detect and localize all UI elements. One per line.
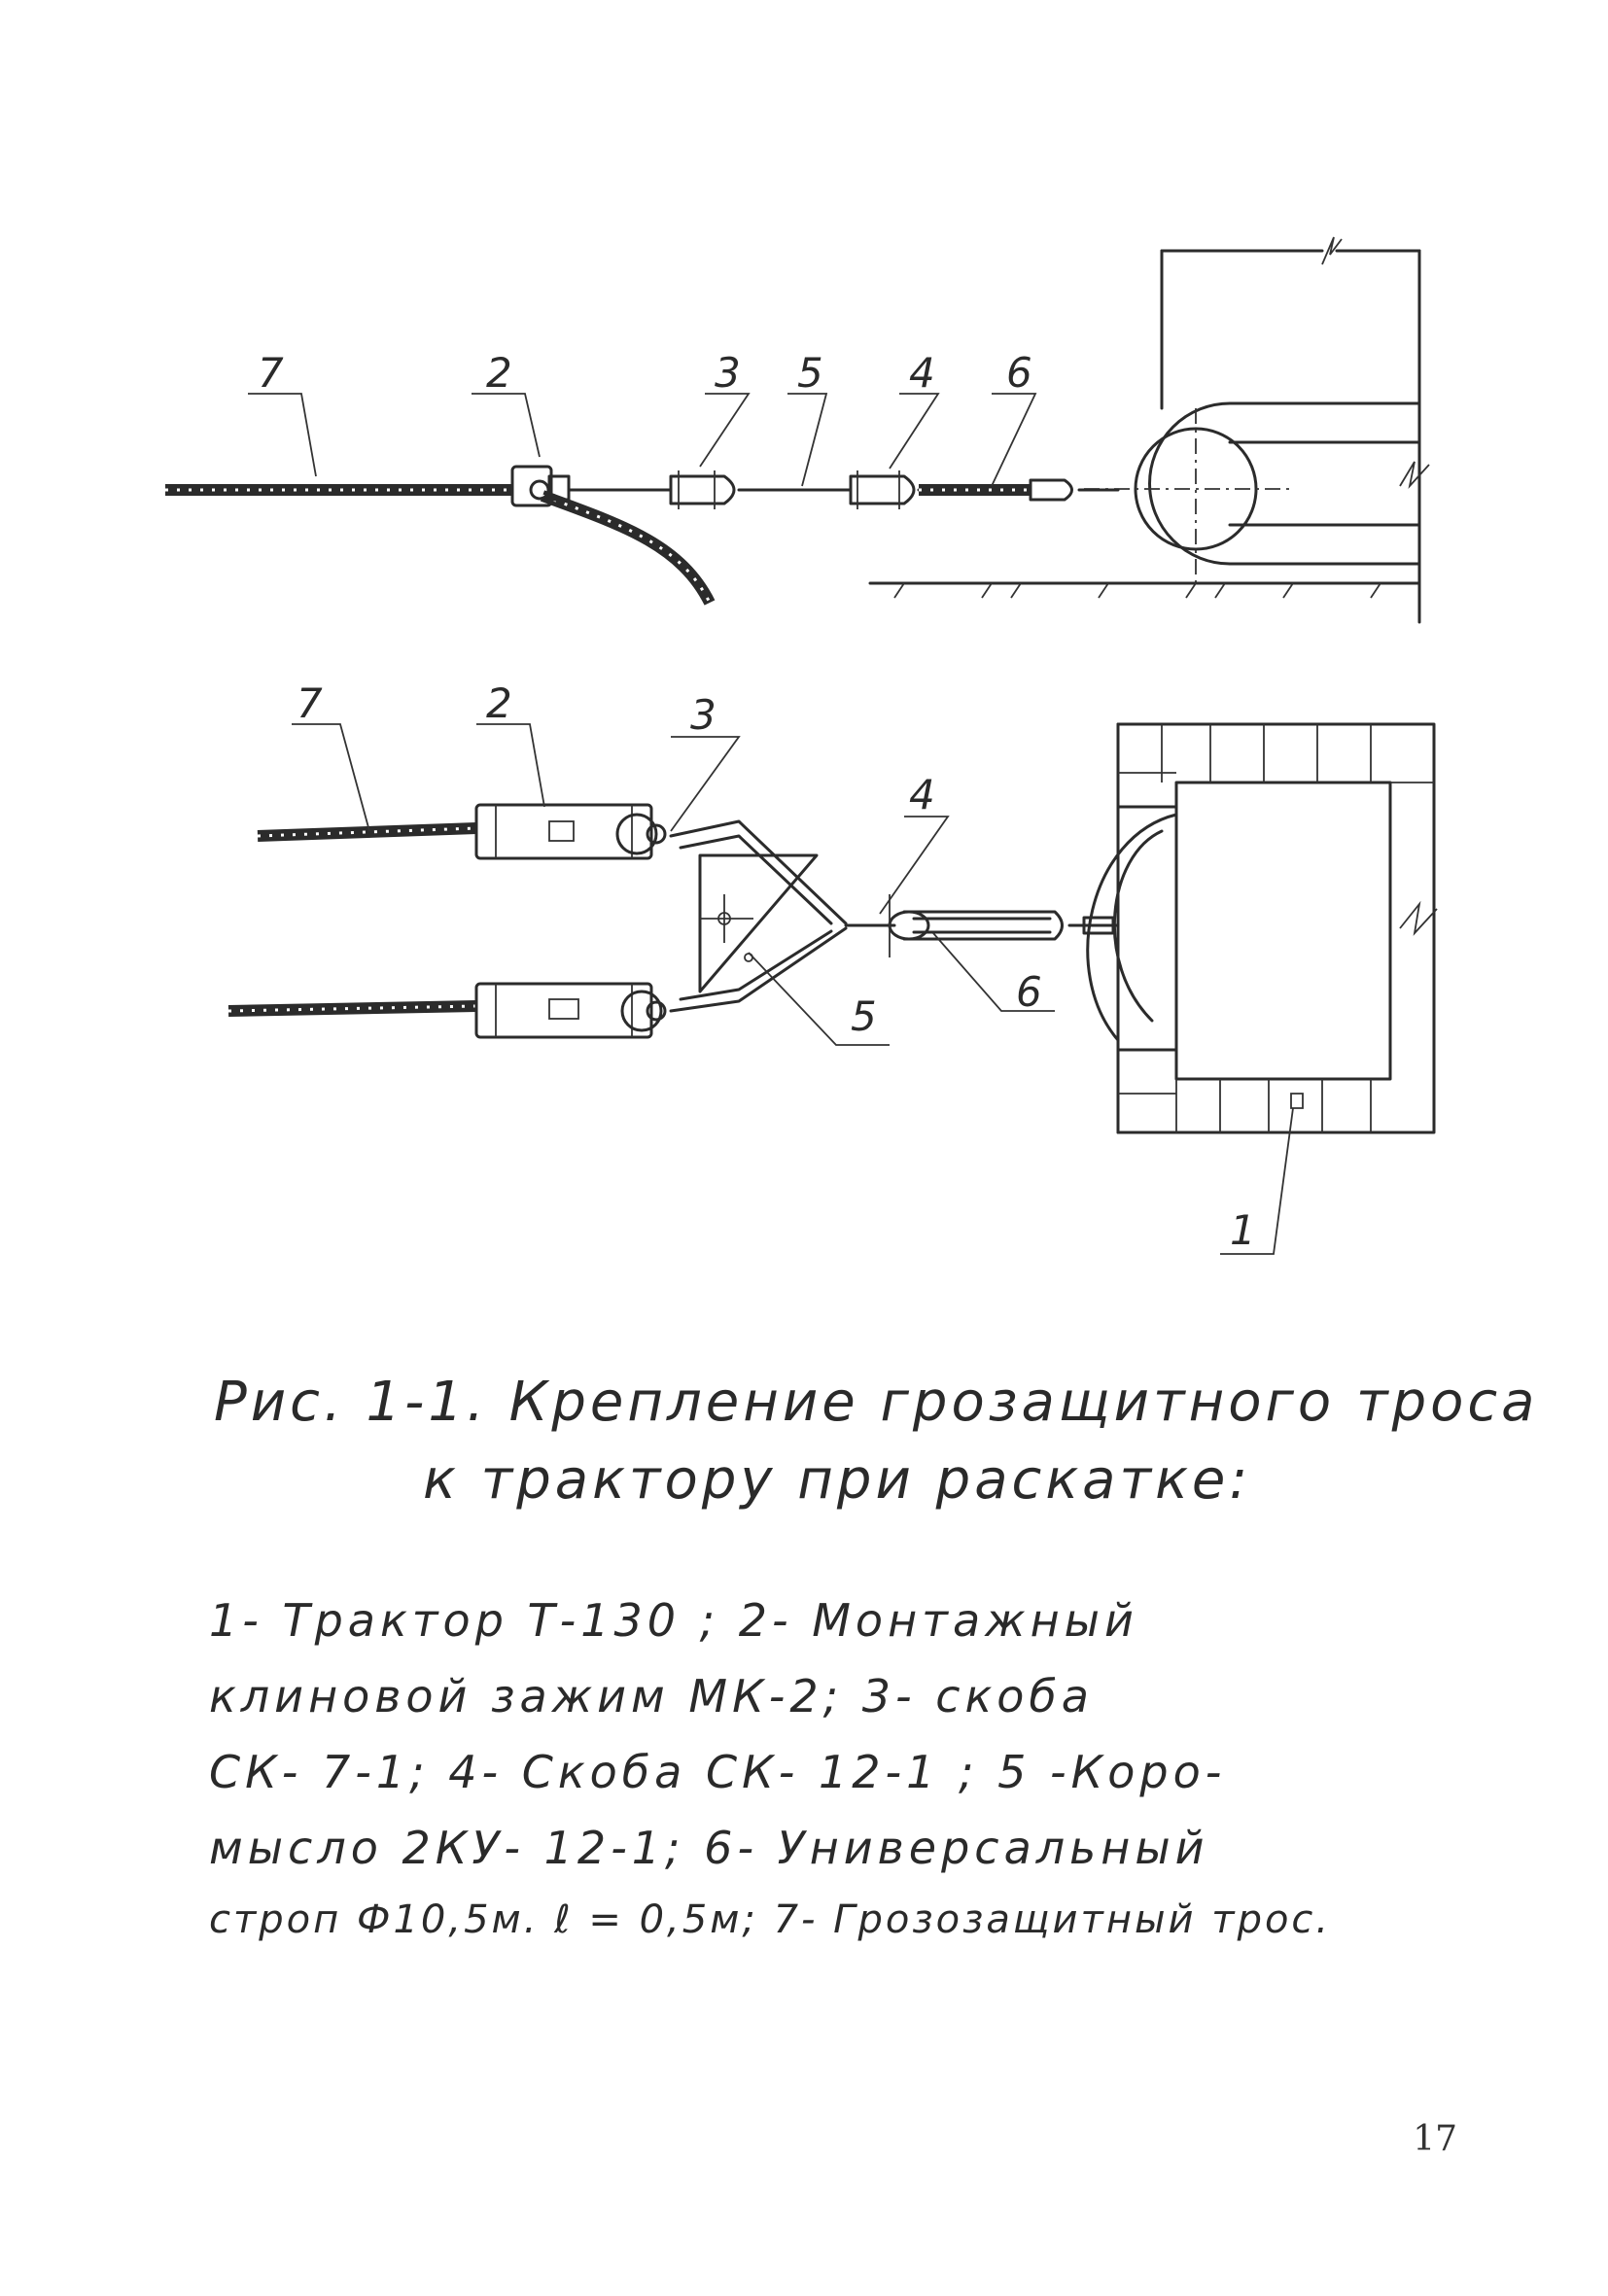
plan-label-7: 7 — [297, 679, 323, 727]
plan-clamp-lower — [474, 982, 667, 1039]
legend-line-3: СК- 7-1; 4- Скоба СК- 12-1 ; 5 -Коро- — [209, 1746, 1227, 1798]
plan-label-3: 3 — [690, 691, 717, 739]
top-label-4: 4 — [909, 349, 935, 397]
legend-line-1: 1- Трактор Т-130 ; 2- Монтажный — [209, 1594, 1138, 1647]
tractor-plan — [1086, 722, 1438, 1134]
plan-shackle-sling — [844, 894, 1120, 957]
plan-label-2: 2 — [486, 679, 512, 727]
top-label-5: 5 — [797, 349, 823, 397]
sling-6 — [919, 478, 1120, 502]
yoke-5 — [669, 819, 848, 1013]
top-view: 7 2 3 5 4 6 — [165, 236, 1430, 624]
ground-line — [868, 581, 1421, 599]
top-label-6: 6 — [1006, 349, 1032, 397]
plan-label-4: 4 — [909, 771, 935, 818]
top-label-7: 7 — [258, 349, 284, 397]
legend-line-5: строп Ф10,5м. ℓ = 0,5м; 7- Грозозащитный… — [209, 1897, 1332, 1942]
top-label-2: 2 — [486, 349, 512, 397]
plan-view: 7 2 3 4 5 6 1 — [227, 679, 1438, 1255]
figure-title-line1: Рис. 1-1. Крепление грозащитного троса — [214, 1371, 1539, 1434]
top-label-3: 3 — [715, 349, 741, 397]
tractor-side-outline — [1084, 236, 1430, 624]
plan-rope-lower — [227, 1000, 477, 1017]
shackle-3 — [669, 470, 736, 509]
plan-rope-upper — [257, 822, 477, 842]
plan-clamp-upper — [474, 803, 667, 860]
page-number: 17 — [1413, 2119, 1457, 2159]
figure-title-line2: к трактору при раскатке: — [423, 1448, 1252, 1512]
rope-tail — [540, 490, 716, 606]
plan-leaders — [292, 723, 1294, 1255]
shackle-4 — [849, 470, 916, 509]
plan-label-6: 6 — [1016, 968, 1042, 1016]
wedge-clamp-2 — [510, 465, 571, 507]
legend-line-2: клиновой зажим МК-2; 3- скоба — [209, 1670, 1094, 1722]
legend-line-4: мысло 2КУ- 12-1; 6- Универсальный — [209, 1822, 1209, 1874]
plan-label-5: 5 — [851, 992, 877, 1040]
plan-label-1: 1 — [1230, 1206, 1256, 1254]
top-leaders — [248, 393, 1037, 487]
